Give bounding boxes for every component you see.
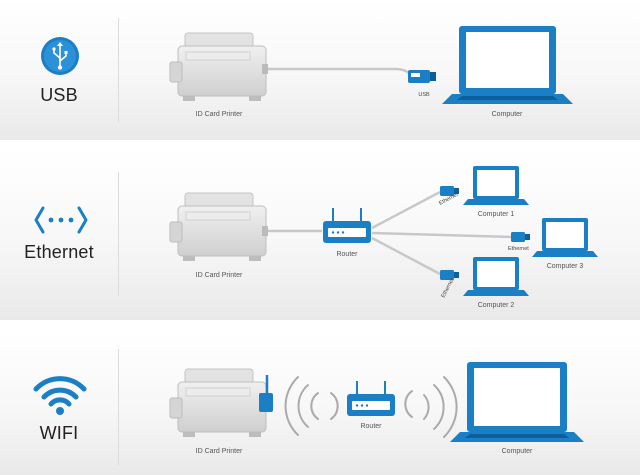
ethernet-diagram: ID Card Printer Router Ethernet [169, 166, 598, 309]
router-caption: Router [336, 251, 358, 258]
wifi-icon [33, 376, 87, 415]
computer-caption: Computer [492, 111, 523, 118]
laptop-icon [532, 218, 598, 257]
usb-label: USB [40, 85, 78, 105]
printer-icon [169, 368, 267, 437]
wifi-panel: WIFI ID Card Printer [0, 331, 640, 475]
laptop-icon [450, 362, 584, 442]
panel-divider [118, 172, 119, 296]
connector-label: Ethernet [440, 277, 455, 299]
rj45-connector-icon [511, 232, 530, 242]
wifi-diagram: ID Card Printer Router [169, 362, 584, 455]
panel-divider [118, 349, 119, 465]
usb-panel: USB ID Card Printer USB [0, 0, 640, 140]
printer-icon [169, 192, 268, 261]
rj45-connector-icon [440, 270, 459, 280]
wifi-waves-icon [284, 376, 339, 436]
printer-caption: ID Card Printer [196, 272, 243, 279]
usb-cable [268, 67, 411, 75]
router-caption: Router [360, 423, 382, 430]
printer-icon [169, 32, 268, 101]
usb-diagram: ID Card Printer USB Computer [169, 26, 573, 118]
wifi-waves-icon [404, 376, 458, 438]
router-icon [323, 208, 371, 243]
usb-dongle-icon [408, 70, 436, 83]
ethernet-label: Ethernet [24, 242, 94, 262]
panel-divider [118, 18, 119, 122]
usb-icon [41, 37, 79, 75]
ethernet-icon [34, 206, 88, 234]
printer-caption: ID Card Printer [196, 111, 243, 118]
rj45-connector-icon [440, 186, 459, 196]
wifi-adapter-icon [259, 375, 273, 412]
computer-caption: Computer [502, 448, 533, 455]
ethernet-cables [268, 190, 513, 276]
computer-2-caption: Computer 2 [478, 302, 515, 309]
connector-label: Ethernet [508, 246, 529, 252]
ethernet-panel: Ethernet ID Card Printer [0, 150, 640, 320]
wifi-label: WIFI [39, 423, 79, 443]
computer-3-caption: Computer 3 [547, 263, 584, 270]
usb-dongle-label: USB [418, 92, 430, 98]
computer-1-caption: Computer 1 [478, 211, 515, 218]
laptop-icon [463, 257, 529, 296]
printer-caption: ID Card Printer [196, 448, 243, 455]
laptop-icon [442, 26, 573, 104]
laptop-icon [463, 166, 529, 205]
router-icon [347, 381, 395, 416]
